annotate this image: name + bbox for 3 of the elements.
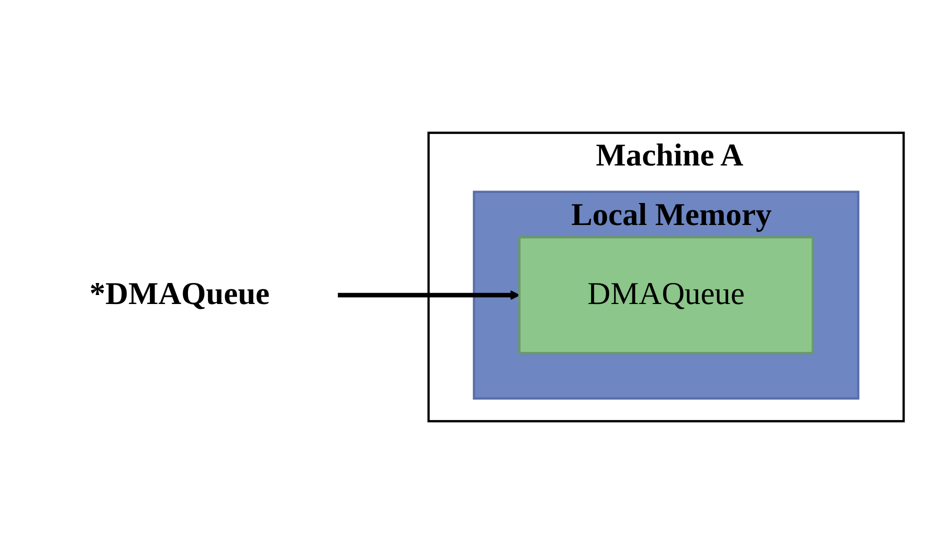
arrow [338,290,520,300]
node-text: *DMAQueue [89,276,270,312]
node-box: DMAQueue [518,236,814,354]
